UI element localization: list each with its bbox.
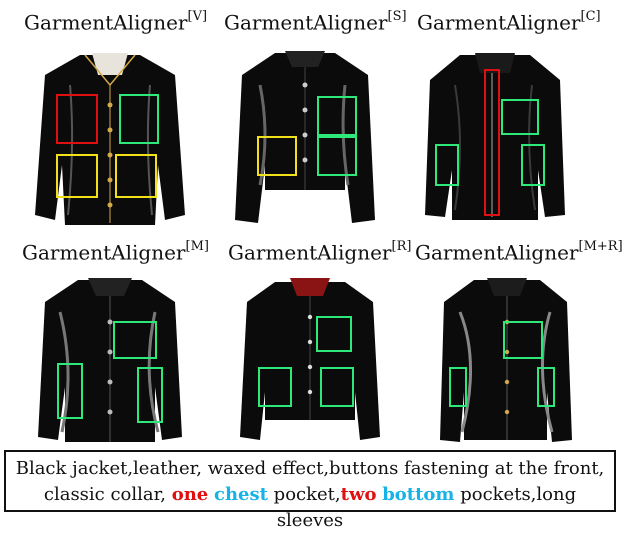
prompt-caption: Black jacket,leather, waxed effect,butto… <box>4 450 616 512</box>
jacket-image-r <box>235 272 385 447</box>
caption-text: classic collar, <box>44 484 172 505</box>
caption-highlight-two: two <box>341 484 377 505</box>
caption-highlight-bottom: bottom <box>382 484 454 505</box>
label-text: GarmentAligner <box>417 11 581 35</box>
jacket-image-c <box>420 45 570 230</box>
label-text: GarmentAligner <box>228 241 392 265</box>
label-sup: [R] <box>392 239 412 254</box>
label-text: GarmentAligner <box>224 11 388 35</box>
caption-highlight-one: one <box>172 484 209 505</box>
jacket-image-m <box>30 272 190 447</box>
label-sup: [S] <box>388 9 407 24</box>
label-text: GarmentAligner <box>415 241 579 265</box>
jacket-image-v <box>30 45 190 230</box>
label-sup: [M] <box>186 239 209 254</box>
caption-highlight-chest: chest <box>214 484 268 505</box>
label-sup: [C] <box>581 9 601 24</box>
label-text: GarmentAligner <box>22 241 186 265</box>
panel-label-mr: GarmentAligner[M+R] <box>415 242 622 263</box>
caption-line-2: classic collar, one chest pocket,two bot… <box>14 482 606 534</box>
label-sup: [V] <box>188 9 208 24</box>
caption-line-1: Black jacket,leather, waxed effect,butto… <box>14 456 606 482</box>
panel-label-v: GarmentAligner[V] <box>24 12 207 33</box>
jacket-image-mr <box>432 272 582 447</box>
panel-label-c: GarmentAligner[C] <box>417 12 601 33</box>
label-sup: [M+R] <box>579 239 622 254</box>
caption-text: pocket, <box>268 484 341 505</box>
label-text: GarmentAligner <box>24 11 188 35</box>
panel-label-s: GarmentAligner[S] <box>224 12 407 33</box>
panel-label-m: GarmentAligner[M] <box>22 242 209 263</box>
panel-label-r: GarmentAligner[R] <box>228 242 411 263</box>
jacket-image-s <box>230 45 380 230</box>
